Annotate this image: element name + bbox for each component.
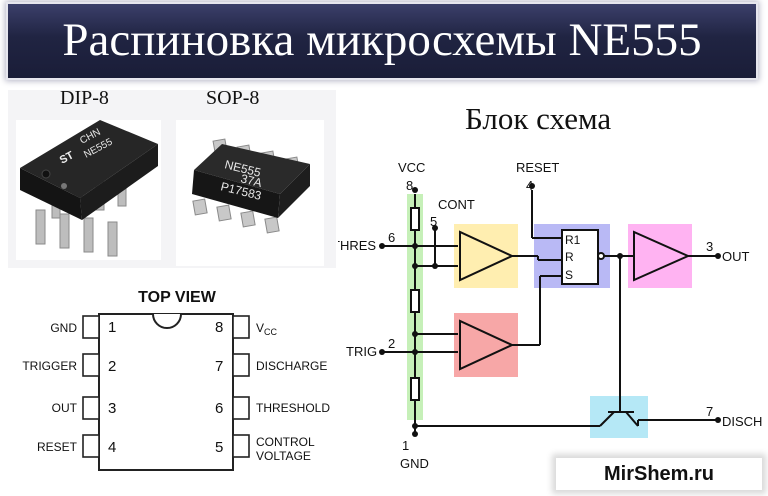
pinout-diagram: TOP VIEW 1 2 3 4 8 7 6 5 GND TRIGGER OUT… [22, 289, 330, 471]
pin-number-4: 4 [108, 439, 116, 456]
pin-number-6: 6 [215, 400, 223, 417]
flip-flop-inverting-output [597, 252, 605, 260]
pin-pad-2 [82, 353, 100, 377]
pin-pad-1 [82, 315, 100, 339]
ff-r1-label: R1 [565, 233, 581, 247]
vcc-pin-number: 8 [406, 178, 413, 193]
pin-pad-4 [82, 434, 100, 458]
resistor-bottom [410, 377, 420, 401]
ff-r-label: R [565, 250, 574, 264]
trig-terminal [379, 349, 385, 355]
pin-label-out: OUT [52, 401, 78, 415]
pin-number-5: 5 [215, 439, 223, 456]
resistor-top [410, 207, 420, 231]
pin-pad-7 [232, 353, 250, 377]
pin-label-control: CONTROL [256, 435, 315, 449]
block-diagram-title: Блок схема [465, 101, 612, 136]
ff-s-label: S [565, 268, 573, 282]
thres-terminal [379, 243, 385, 249]
pin-label-vcc: VCC [256, 321, 278, 337]
pin-number-8: 8 [215, 319, 223, 336]
vcc-terminal [412, 187, 418, 193]
pin-label-trigger: TRIGGER [22, 359, 77, 373]
cont-label: CONT [438, 197, 475, 212]
trigger-comparator [459, 319, 515, 371]
block-diagram: VCC 8 RESET 4 CONT 5 THRES 6 TRIG 2 OUT … [338, 160, 762, 471]
output-buffer [633, 230, 691, 282]
disch-terminal [715, 417, 721, 423]
sop-label: SOP-8 [206, 87, 260, 109]
resistor-middle [410, 289, 420, 313]
vcc-label: VCC [398, 160, 425, 175]
cont-pin-number: 5 [430, 214, 437, 229]
page-title: Распиновка микросхемы NE555 [62, 14, 702, 66]
sop8-chip-image: NE555 37A P17583 [176, 120, 324, 266]
threshold-comparator [459, 230, 515, 282]
pin-pad-8 [232, 315, 250, 339]
dip-label: DIP-8 [60, 87, 109, 109]
pin-number-7: 7 [215, 358, 223, 375]
pin-pad-3 [82, 396, 100, 420]
out-terminal [715, 253, 721, 259]
ic-notch [152, 313, 182, 329]
gnd-terminal [412, 431, 418, 437]
out-label: OUT [722, 249, 750, 264]
pin-number-1: 1 [108, 319, 116, 336]
reset-terminal [529, 183, 535, 189]
svg-text:ST: ST [58, 149, 76, 166]
pin-pad-5 [232, 434, 250, 458]
cont-terminal [432, 225, 438, 231]
package-photos: DIP-8 SOP-8 ST CHN NE555 [8, 87, 336, 268]
pin-label-threshold: THRESHOLD [256, 401, 330, 415]
reset-pin-number: 4 [526, 178, 533, 193]
out-pin-number: 3 [706, 239, 713, 254]
gnd-label: GND [400, 456, 429, 471]
top-view-heading: TOP VIEW [138, 289, 217, 306]
reset-label: RESET [516, 160, 559, 175]
pin-number-2: 2 [108, 358, 116, 375]
disch-label: DISCH [722, 414, 762, 429]
dip8-chip-image: ST CHN NE555 [16, 120, 161, 260]
title-banner: Распиновка микросхемы NE555 [8, 4, 756, 78]
pin-label-voltage: VOLTAGE [256, 449, 311, 463]
thres-pin-number: 6 [388, 230, 395, 245]
flip-flop [561, 229, 599, 285]
site-watermark: MirShem.ru [556, 458, 762, 490]
sop-chip-line2: 37A [239, 171, 263, 190]
pin-label-gnd: GND [50, 321, 77, 335]
trig-label: TRIG [346, 344, 377, 359]
pin-label-reset: RESET [37, 440, 78, 454]
package-drawings: ST CHN NE555 NE555 37A P17583 [16, 120, 324, 266]
ic-body-outline [98, 313, 234, 471]
trig-pin-number: 2 [388, 336, 395, 351]
pin-pad-6 [232, 396, 250, 420]
pin-number-3: 3 [108, 400, 116, 417]
disch-pin-number: 7 [706, 404, 713, 419]
pin-label-discharge: DISCHARGE [256, 359, 327, 373]
gnd-pin-number: 1 [402, 438, 409, 453]
thres-label: THRES [338, 238, 376, 253]
